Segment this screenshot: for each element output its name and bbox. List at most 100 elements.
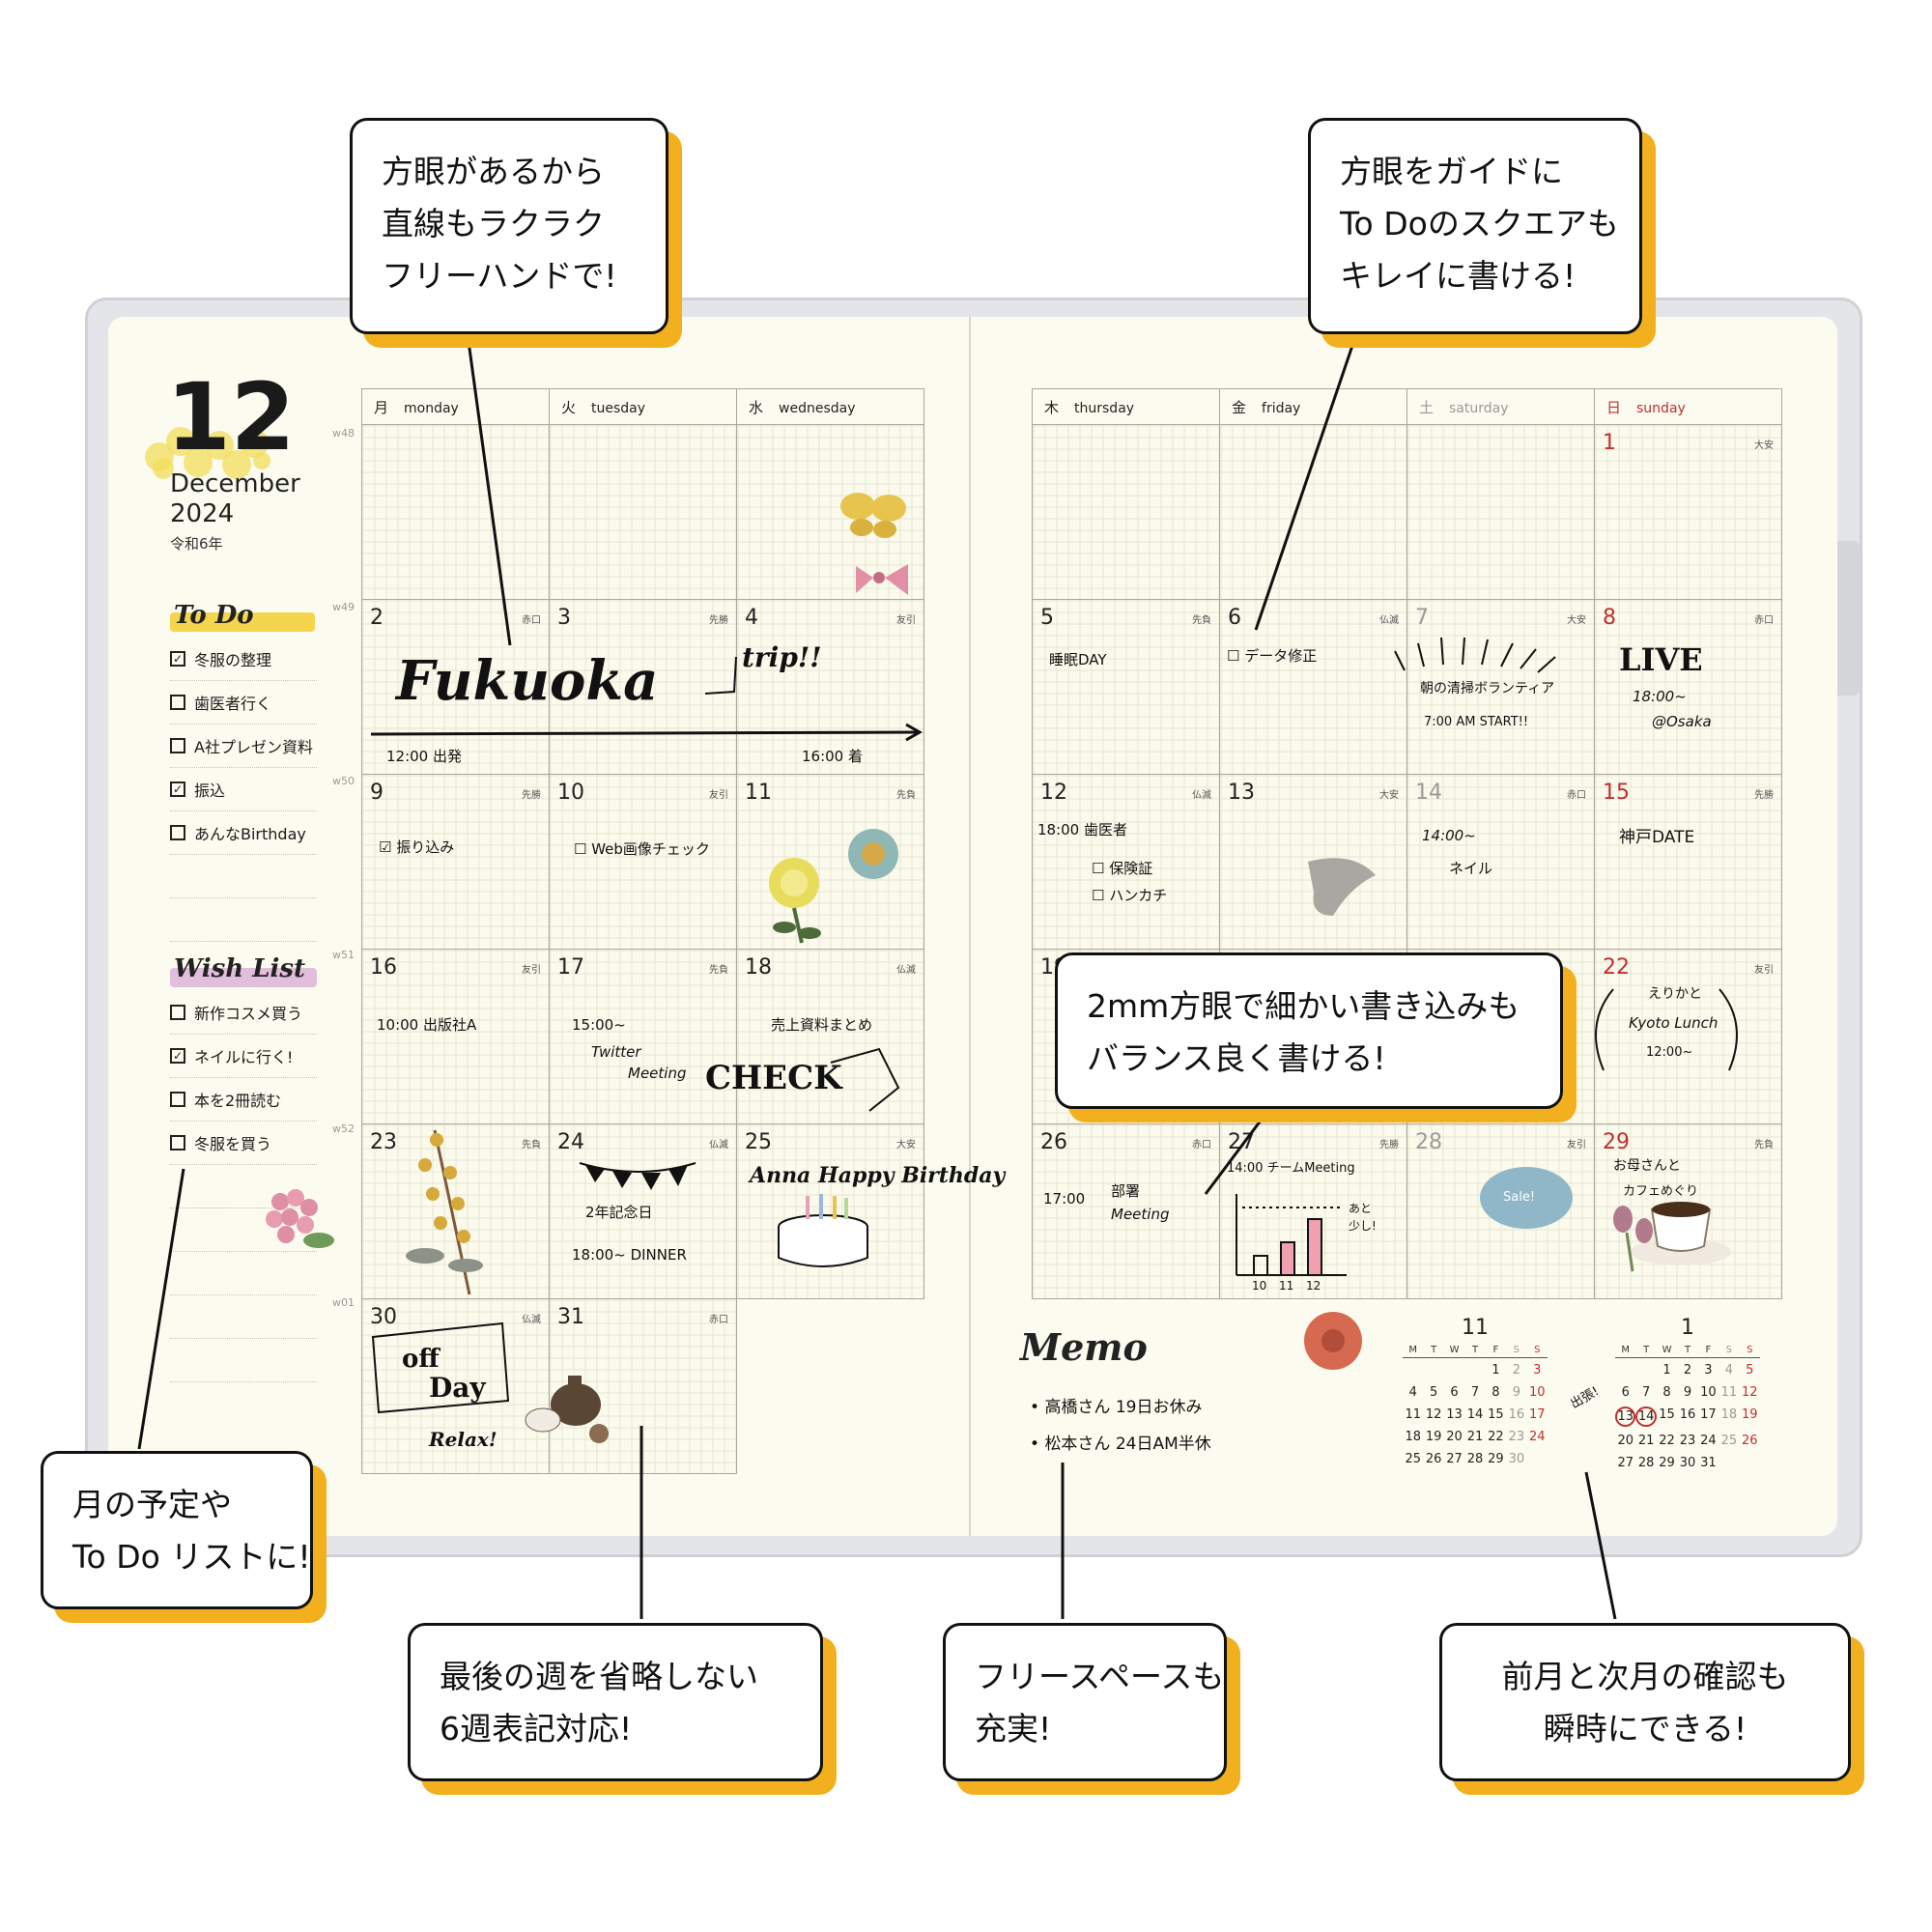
memo-title: Memo (1020, 1325, 1148, 1369)
rokuyo-label: 友引 (709, 790, 728, 801)
day-cell[interactable] (1032, 424, 1220, 600)
mini-day: 21 (1637, 1434, 1655, 1448)
mini-day: 2 (1683, 1363, 1692, 1378)
day-cell[interactable]: 10 友引 (549, 774, 737, 950)
web-check-text: ☐ Web画像チェック (574, 838, 710, 859)
rokuyo-label: 仏滅 (1379, 615, 1399, 626)
rokuyo-label: 先負 (1754, 1140, 1774, 1151)
relax-text: Relax! (429, 1428, 497, 1451)
day-number: 24 (557, 1130, 584, 1154)
yellow-dots-decoration (145, 425, 270, 483)
mini-day: 18 (1720, 1407, 1738, 1422)
mini-day: 8 (1662, 1385, 1671, 1400)
trip-arrow-line (370, 730, 919, 736)
unchecked-box-icon[interactable] (170, 695, 185, 710)
mini-day: 26 (1425, 1452, 1442, 1466)
kyoto-time-text: 12:00~ (1646, 1045, 1693, 1060)
mini-day: 25 (1405, 1452, 1421, 1466)
mini-day: 4 (1724, 1363, 1733, 1378)
mini-day: 1 (1662, 1363, 1671, 1378)
rokuyo-label: 赤口 (1192, 1140, 1211, 1151)
mini-day: 28 (1637, 1456, 1655, 1470)
nail-text: ネイル (1449, 860, 1493, 877)
mini-day: 23 (1508, 1430, 1525, 1444)
unchecked-box-icon[interactable] (170, 1092, 185, 1107)
furikomi-label: 振り込み (396, 838, 455, 856)
mini-day: 19 (1742, 1407, 1758, 1422)
memo-item-text: 高橋さん 19日お休み (1044, 1398, 1203, 1417)
day-number: 31 (557, 1305, 584, 1329)
day-number: 12 (1040, 781, 1067, 805)
mini-day: 22 (1659, 1434, 1675, 1448)
mini-day: 15 (1659, 1407, 1675, 1422)
mini-day: 16 (1508, 1407, 1525, 1422)
rokuyo-label: 赤口 (522, 615, 541, 626)
off-day-text-2: Day (429, 1372, 486, 1404)
mini-day (1527, 1451, 1548, 1467)
mini-day: 29 (1488, 1452, 1504, 1466)
handkerchief-label: ハンカチ (1109, 887, 1168, 904)
hydrangea-sticker (266, 1189, 334, 1248)
chart-label-12: 12 (1306, 1279, 1321, 1293)
mini-day (1719, 1455, 1739, 1471)
unchecked-box-icon[interactable] (170, 738, 185, 753)
weekday-name: saturday (1449, 400, 1509, 416)
birthday-cake-doodle (778, 1194, 868, 1267)
day-cell[interactable] (361, 424, 550, 600)
week-label: w49 (332, 601, 355, 613)
rokuyo-label: 大安 (1379, 790, 1399, 801)
unchecked-box-icon[interactable] (170, 825, 185, 840)
mini-calendar-title: 11 (1462, 1316, 1489, 1340)
arrive-text: 16:00 着 (802, 748, 863, 765)
mini-day: 4 (1408, 1385, 1417, 1400)
mini-day: 30 (1679, 1456, 1696, 1470)
unchecked-box-icon: ☐ (574, 840, 592, 858)
rokuyo-label: 大安 (1567, 615, 1586, 626)
bunting-doodle (579, 1162, 696, 1190)
trip-arrow-head (905, 723, 923, 742)
rokuyo-label: 先負 (522, 1140, 541, 1151)
day-number: 30 (370, 1305, 397, 1329)
unchecked-box-icon[interactable] (170, 1005, 185, 1020)
mini-day: 8 (1492, 1385, 1500, 1400)
checked-box-icon[interactable]: ✓ (170, 1048, 185, 1064)
checked-box-icon[interactable]: ✓ (170, 651, 185, 667)
day-cell[interactable] (549, 424, 737, 600)
weekday-name: sunday (1636, 400, 1686, 416)
checked-box-icon[interactable]: ✓ (170, 781, 185, 797)
rokuyo-label: 大安 (896, 1140, 916, 1151)
coffee-cup-sticker (1631, 1202, 1731, 1265)
meeting-a-text: 10:00 出版社A (377, 1016, 477, 1034)
day-number: 10 (557, 781, 584, 805)
mini-day (1464, 1362, 1485, 1378)
unchecked-box-icon[interactable] (170, 1135, 185, 1151)
weekday-kanji: 火 (561, 398, 577, 416)
day-cell[interactable] (1406, 424, 1595, 600)
